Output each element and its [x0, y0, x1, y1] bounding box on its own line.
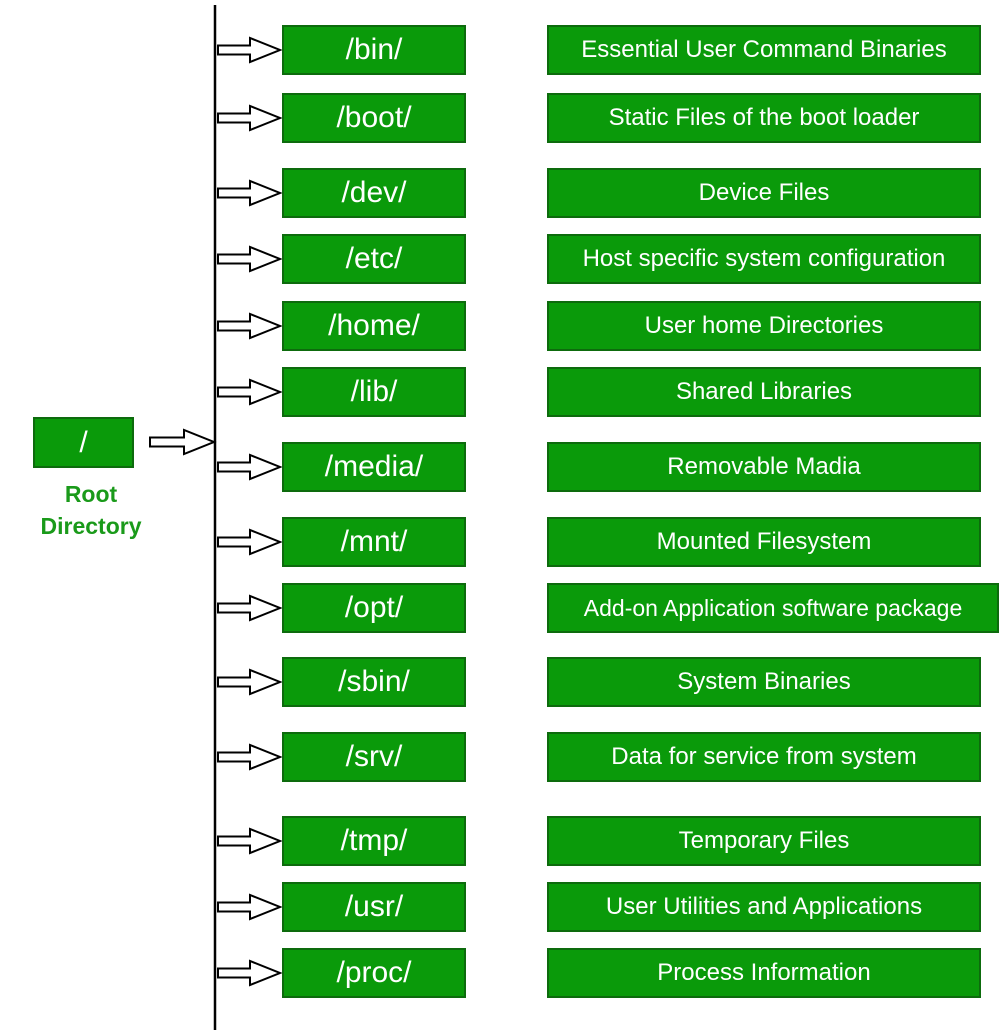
- directory-box: /srv/: [282, 732, 466, 782]
- branch-arrow-icon: [217, 453, 283, 481]
- directory-description: User home Directories: [644, 312, 884, 339]
- branch-arrow-icon: [217, 528, 283, 556]
- directory-name: /etc/: [345, 242, 403, 275]
- root-directory-caption: Root Directory: [20, 478, 162, 542]
- branch-arrow-icon: [217, 36, 283, 64]
- branch-arrow-icon: [217, 743, 283, 771]
- directory-box: /usr/: [282, 882, 466, 932]
- directory-box: /boot/: [282, 93, 466, 143]
- root-directory-label: /: [79, 425, 88, 459]
- directory-box: /proc/: [282, 948, 466, 998]
- directory-box: /home/: [282, 301, 466, 351]
- directory-name: /bin/: [345, 33, 403, 66]
- description-box: Static Files of the boot loader: [547, 93, 981, 143]
- branch-arrow-icon: [217, 245, 283, 273]
- directory-name: /proc/: [336, 956, 412, 989]
- directory-box: /mnt/: [282, 517, 466, 567]
- directory-box: /sbin/: [282, 657, 466, 707]
- directory-description: Temporary Files: [678, 827, 850, 854]
- directory-description: Data for service from system: [611, 743, 917, 770]
- directory-box: /bin/: [282, 25, 466, 75]
- directory-description: Add-on Application software package: [583, 594, 963, 621]
- description-box: System Binaries: [547, 657, 981, 707]
- root-caption-line2: Directory: [40, 513, 142, 539]
- directory-description: Static Files of the boot loader: [608, 104, 920, 131]
- directory-name: /home/: [328, 309, 420, 342]
- description-box: Essential User Command Binaries: [547, 25, 981, 75]
- description-box: Process Information: [547, 948, 981, 998]
- description-box: Removable Madia: [547, 442, 981, 492]
- directory-description: Essential User Command Binaries: [581, 36, 947, 63]
- description-box: Mounted Filesystem: [547, 517, 981, 567]
- description-box: Host specific system configuration: [547, 234, 981, 284]
- directory-box: /lib/: [282, 367, 466, 417]
- description-box: User home Directories: [547, 301, 981, 351]
- description-box: User Utilities and Applications: [547, 882, 981, 932]
- arrows-layer: [149, 36, 283, 987]
- directory-description: Removable Madia: [667, 453, 861, 480]
- directory-description: Shared Libraries: [675, 378, 853, 405]
- description-box: Shared Libraries: [547, 367, 981, 417]
- directory-description: Mounted Filesystem: [656, 528, 872, 555]
- directory-name: /media/: [324, 450, 424, 483]
- directory-name: /lib/: [350, 375, 398, 408]
- root-arrow-icon: [149, 428, 217, 456]
- branch-arrow-icon: [217, 378, 283, 406]
- directory-description: Host specific system configuration: [582, 245, 946, 272]
- branch-arrow-icon: [217, 594, 283, 622]
- directory-name: /usr/: [344, 890, 404, 923]
- directory-name: /srv/: [345, 740, 403, 773]
- root-directory-box: /: [33, 417, 134, 468]
- directory-description: User Utilities and Applications: [605, 893, 923, 920]
- branch-arrow-icon: [217, 827, 283, 855]
- directory-description: Process Information: [657, 959, 871, 986]
- directory-description: System Binaries: [677, 668, 851, 695]
- directory-box: /etc/: [282, 234, 466, 284]
- directory-box: /media/: [282, 442, 466, 492]
- directory-description: Device Files: [698, 179, 830, 206]
- description-box: Data for service from system: [547, 732, 981, 782]
- root-caption-line1: Root: [64, 481, 118, 507]
- directory-box: /dev/: [282, 168, 466, 218]
- branch-arrow-icon: [217, 668, 283, 696]
- description-box: Temporary Files: [547, 816, 981, 866]
- directory-box: /opt/: [282, 583, 466, 633]
- directory-box: /tmp/: [282, 816, 466, 866]
- directory-name: /mnt/: [340, 525, 408, 558]
- branch-arrow-icon: [217, 893, 283, 921]
- description-box: Add-on Application software package: [547, 583, 999, 633]
- branch-arrow-icon: [217, 179, 283, 207]
- branch-arrow-icon: [217, 104, 283, 132]
- directory-name: /dev/: [341, 176, 407, 209]
- branch-arrow-icon: [217, 959, 283, 987]
- description-box: Device Files: [547, 168, 981, 218]
- directory-name: /sbin/: [338, 665, 410, 698]
- branch-arrow-icon: [217, 312, 283, 340]
- directory-name: /boot/: [336, 101, 412, 134]
- directory-name: /tmp/: [340, 824, 408, 857]
- directory-name: /opt/: [344, 591, 404, 624]
